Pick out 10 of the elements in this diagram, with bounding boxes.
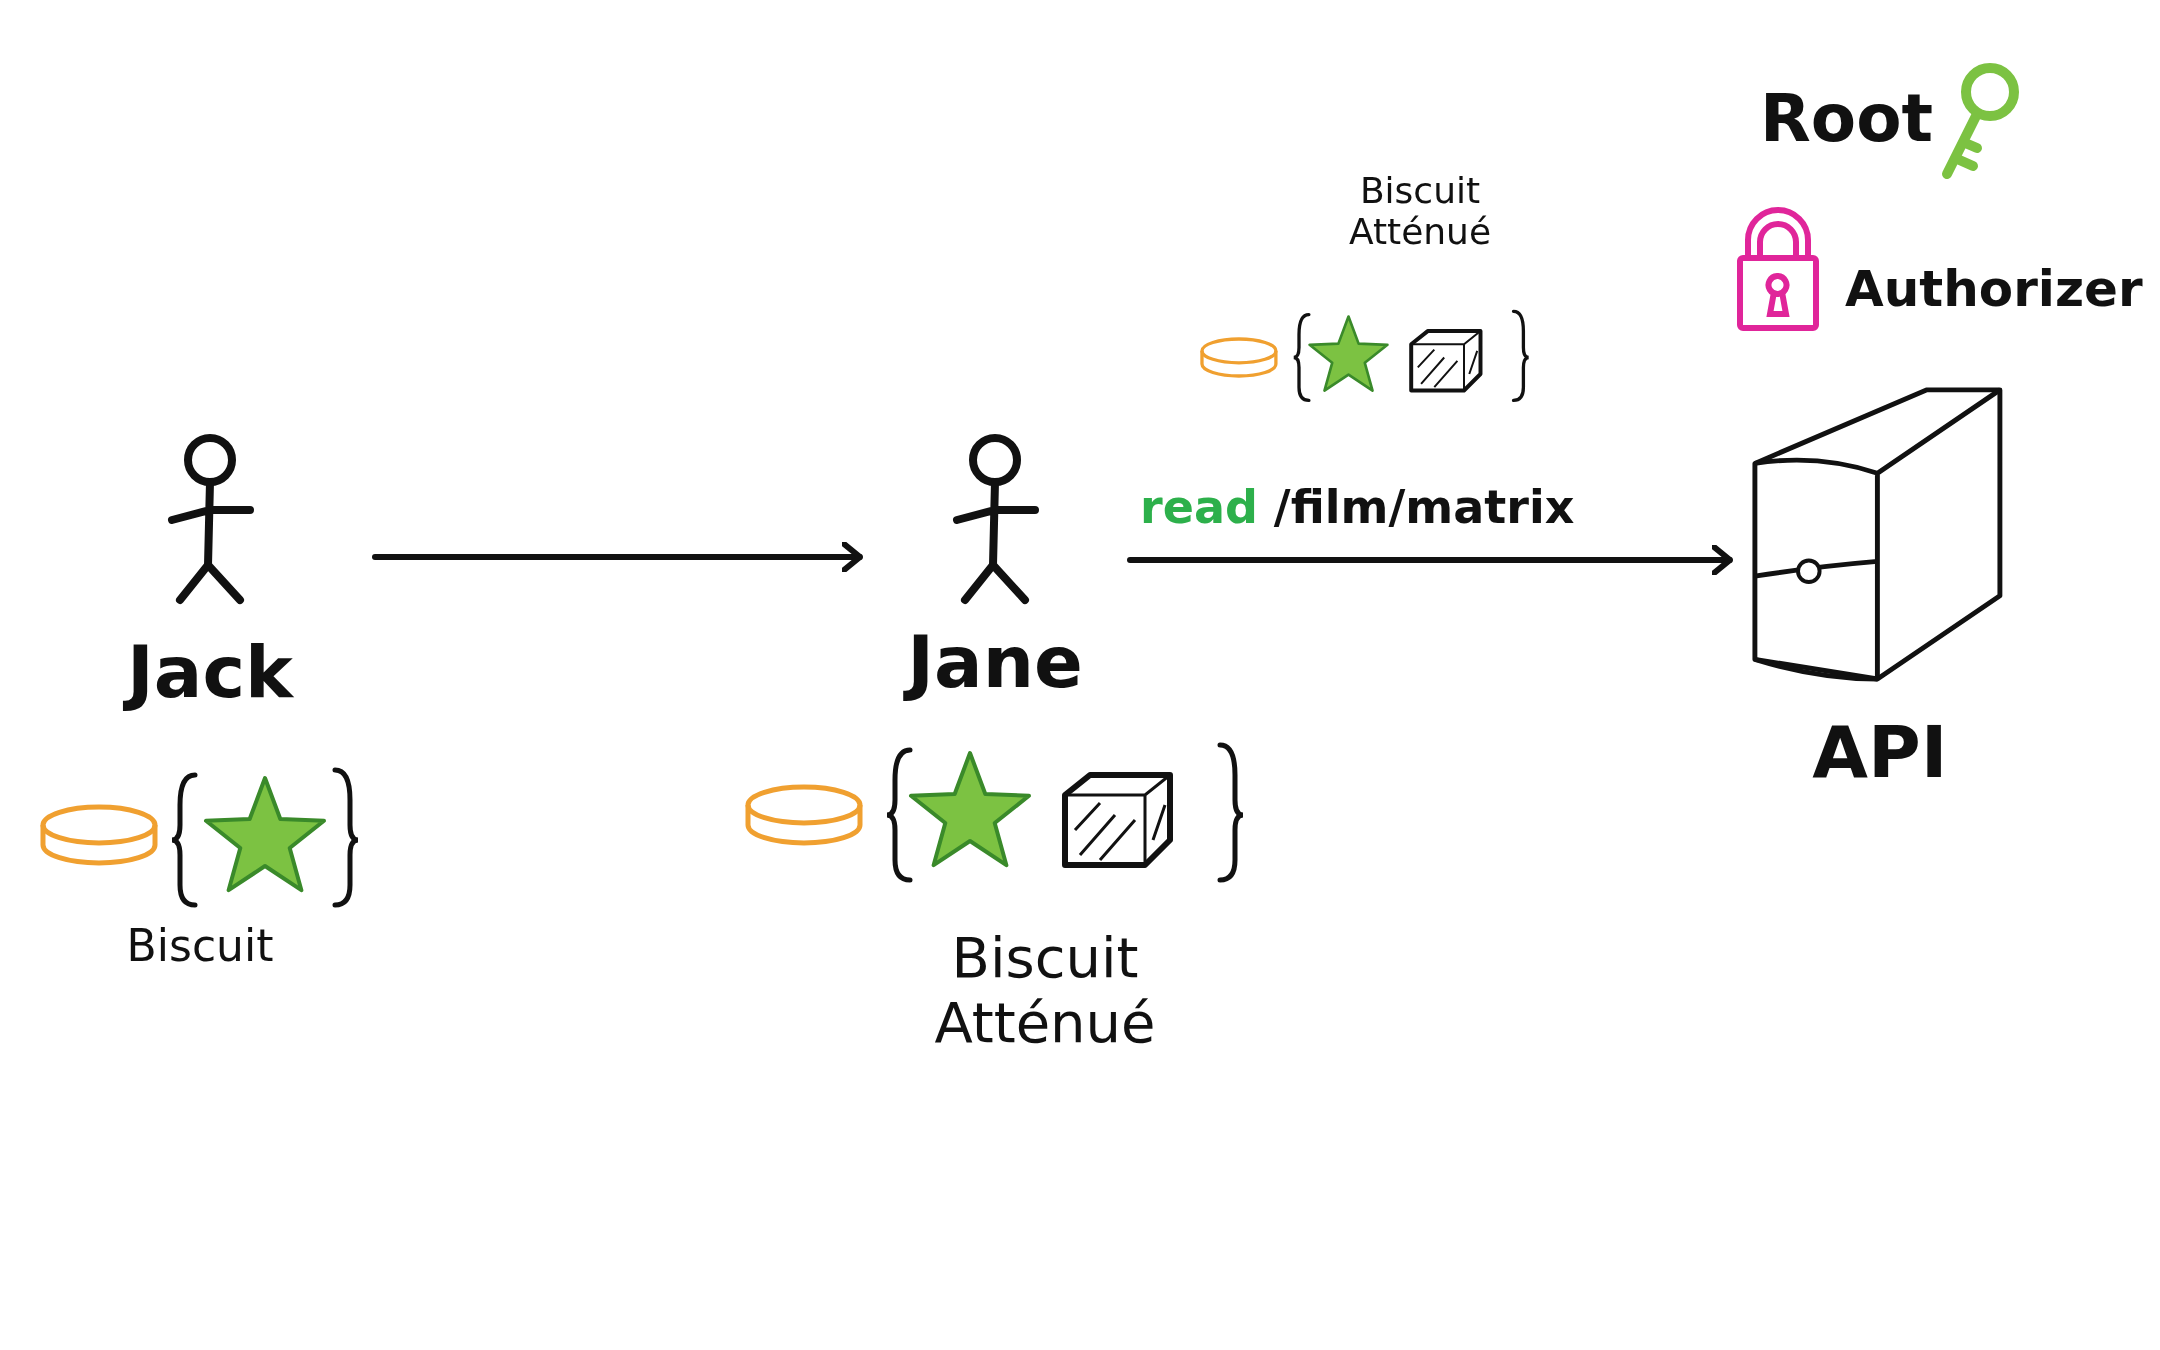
arrow xyxy=(372,541,863,573)
token-caption: Biscuit xyxy=(125,920,275,971)
token-caption: Biscuit Atténué xyxy=(1347,170,1493,252)
arrow xyxy=(1127,544,1733,576)
legend-text: Authorizer xyxy=(1845,260,2143,318)
person-name: Jack xyxy=(60,630,360,714)
token-caption: Biscuit Atténué xyxy=(933,925,1157,1055)
server-name: API xyxy=(1811,710,1949,794)
person-name: Jane xyxy=(870,620,1120,704)
legend-text: Root xyxy=(1760,80,1934,157)
